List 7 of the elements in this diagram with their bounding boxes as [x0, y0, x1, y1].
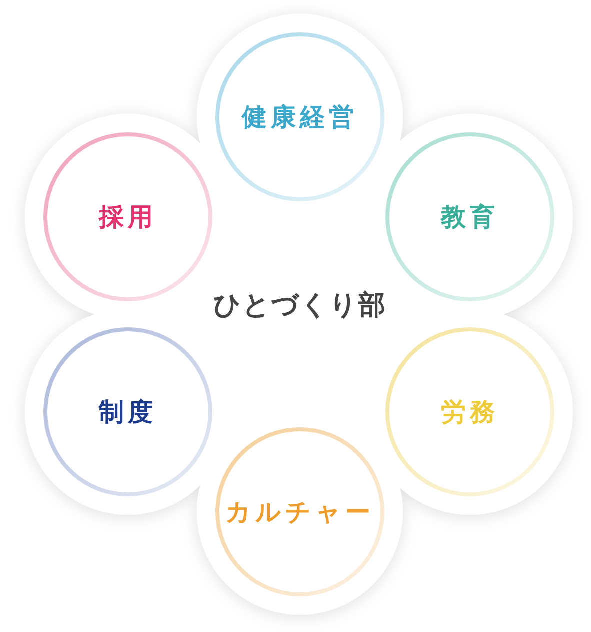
category-label: 制度: [99, 396, 157, 428]
category-label: 労務: [441, 396, 499, 428]
center-title: ひとづくり部: [214, 289, 386, 323]
category-label: 教育: [441, 202, 499, 234]
category-label: 採用: [99, 202, 157, 234]
category-label: カルチャー: [226, 496, 374, 528]
category-label: 健康経営: [242, 102, 358, 134]
